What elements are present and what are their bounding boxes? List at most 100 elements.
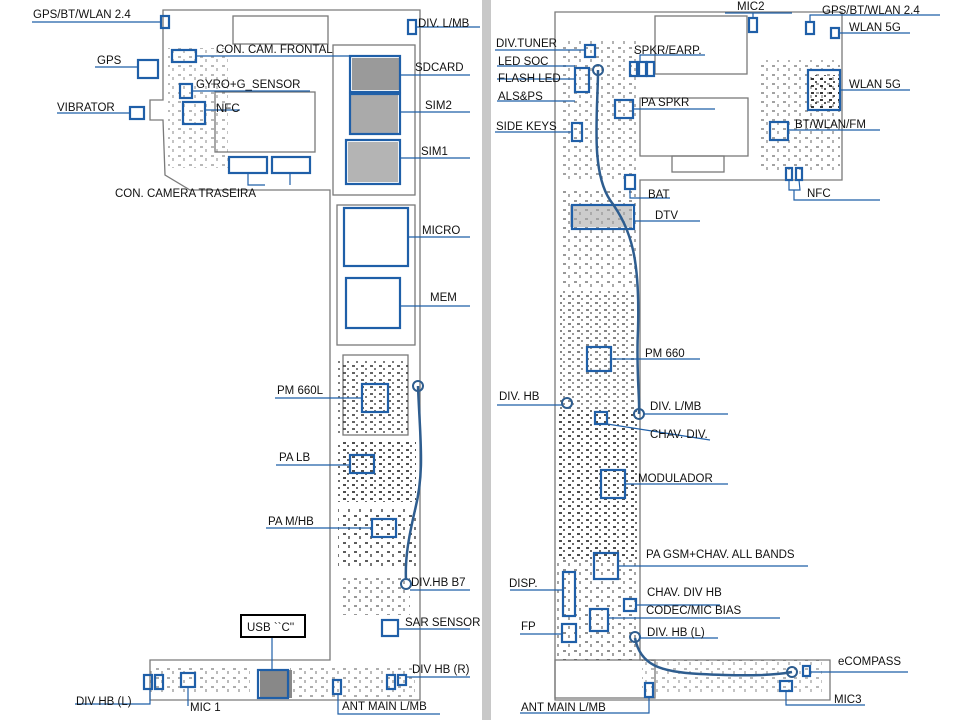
label-vibrator: VIBRATOR: [57, 102, 115, 114]
label-div-lmb: DIV. L/MB: [418, 18, 470, 30]
box-div-hb-r-a: [385, 673, 397, 691]
label-nfc: NFC: [216, 103, 240, 115]
right-trace: [561, 64, 798, 678]
label-chav-div: CHAV. DIV.: [650, 429, 708, 441]
box-spkr-a: [628, 60, 639, 78]
box-sim2: [348, 92, 402, 136]
label-mem: MEM: [430, 292, 457, 304]
box-vibrator: [128, 105, 146, 121]
label-led-soc: LED SOC: [498, 56, 549, 68]
usb-label-box: [240, 614, 306, 638]
label-div-hb-r: DIV. HB: [499, 391, 540, 403]
label-disp: DISP.: [509, 578, 538, 590]
box-div-lmb: [406, 18, 418, 36]
label-side-keys: SIDE KEYS: [496, 121, 557, 133]
box-gps: [136, 58, 160, 80]
box-fp: [560, 622, 578, 644]
left-shield-right: [332, 44, 416, 196]
box-div-hb-r-b: [396, 673, 408, 687]
box-mem: [344, 276, 402, 330]
label-codec: CODEC/MIC BIAS: [646, 605, 742, 617]
panel-divider: [482, 0, 491, 720]
label-ecompass: eCOMPASS: [838, 656, 901, 668]
label-sim1: SIM1: [421, 146, 448, 158]
label-bat: BAT: [648, 189, 670, 201]
label-div-hb-b7: DIV.HB B7: [411, 577, 466, 589]
left-board: [149, 9, 421, 701]
label-als-ps: ALS&PS: [498, 91, 543, 103]
left-board-outline: [149, 9, 421, 701]
box-led: [573, 66, 591, 94]
left-chip-area: [336, 204, 416, 346]
label-div-tuner: DIV.TUNER: [496, 38, 557, 50]
label-modulador: MODULADOR: [638, 473, 713, 485]
label-usb-c: USB ``C'': [247, 622, 294, 634]
box-ant-main: [331, 678, 343, 696]
box-nfc: [181, 100, 207, 126]
box-sdcard: [348, 54, 402, 94]
box-pa-lb: [348, 453, 376, 475]
left-component-fills: [150, 48, 416, 698]
label-div-hb-l: DIV HB (L): [76, 696, 132, 708]
label-chav-div-hb: CHAV. DIV HB: [647, 587, 722, 599]
left-labels: GPS/BT/WLAN 2.4 GPS CON. CAM. FRONTAL GY…: [33, 9, 480, 714]
right-bottom-area: [554, 659, 656, 699]
box-disp: [561, 570, 577, 618]
box-div-hb-l-b: [153, 673, 165, 691]
label-dtv: DTV: [655, 210, 678, 222]
label-micro: MICRO: [422, 225, 460, 237]
box-usb: [256, 668, 290, 700]
box-spkr-b: [637, 60, 648, 78]
label-wlan5g-a: WLAN 5G: [849, 22, 901, 34]
box-cam-traseira-a: [227, 155, 269, 175]
label-mic1: MIC 1: [190, 702, 221, 714]
right-labels: MIC2 GPS/BT/WLAN 2.4 WLAN 5G WLAN 5G DIV…: [496, 1, 920, 714]
label-div-lmb-r: DIV. L/MB: [650, 401, 702, 413]
left-label-lines: [32, 21, 480, 715]
box-bt-wlan-fm: [768, 120, 790, 142]
label-mic3: MIC3: [834, 694, 861, 706]
box-spkr-c: [645, 60, 656, 78]
box-gps-bt-wlan-r: [804, 20, 816, 36]
label-pm660: PM 660: [645, 348, 685, 360]
label-ant-main-r: ANT MAIN L/MB: [521, 702, 606, 714]
box-ecompass-a: [801, 664, 812, 678]
box-codec: [588, 607, 610, 633]
right-label-lines: [495, 12, 940, 714]
label-pa-mhb: PA M/HB: [268, 516, 314, 528]
label-pa-lb: PA LB: [279, 452, 310, 464]
label-div-hb-r: DIV HB (R): [412, 664, 470, 676]
right-shield-top: [654, 15, 748, 75]
box-dtv: [570, 203, 636, 231]
box-sim1: [344, 138, 402, 186]
label-gps-bt-wlan-r: GPS/BT/WLAN 2.4: [822, 5, 920, 17]
label-pa-spkr: PA SPKR: [641, 97, 689, 109]
box-wlan5g-a: [829, 26, 841, 40]
box-chav-div: [593, 410, 609, 426]
label-con-camera-traseira: CON. CAMERA TRASEIRA: [115, 188, 256, 200]
box-mic2: [747, 16, 759, 34]
label-gyro: GYRO+G_SENSOR: [196, 79, 301, 91]
label-pa-gsm: PA GSM+CHAV. ALL BANDS: [646, 549, 795, 561]
left-trace: [400, 380, 424, 590]
label-con-cam-frontal: CON. CAM. FRONTAL: [216, 44, 333, 56]
label-gps-bt-wlan: GPS/BT/WLAN 2.4: [33, 9, 131, 21]
label-bt-wlan-fm: BT/WLAN/FM: [795, 119, 866, 131]
label-nfc-r: NFC: [807, 188, 831, 200]
left-shield-mid: [214, 91, 316, 153]
label-spkr-earp: SPKR/EARP.: [634, 45, 702, 57]
label-sdcard: SDCARD: [415, 62, 464, 74]
label-wlan5g-b: WLAN 5G: [849, 79, 901, 91]
label-pm660l: PM 660L: [277, 385, 324, 397]
label-sar-sensor: SAR SENSOR: [405, 617, 480, 629]
right-notch: [671, 155, 725, 173]
label-ant-main: ANT MAIN L/MB: [342, 701, 427, 713]
box-gps-bt-wlan: [159, 14, 171, 30]
label-mic2: MIC2: [737, 1, 764, 13]
box-cam-traseira-b: [270, 155, 312, 175]
box-sar: [380, 618, 400, 638]
box-div-hb-l-a: [142, 673, 154, 691]
left-shield-top: [232, 15, 329, 45]
box-div-tuner: [583, 43, 597, 59]
